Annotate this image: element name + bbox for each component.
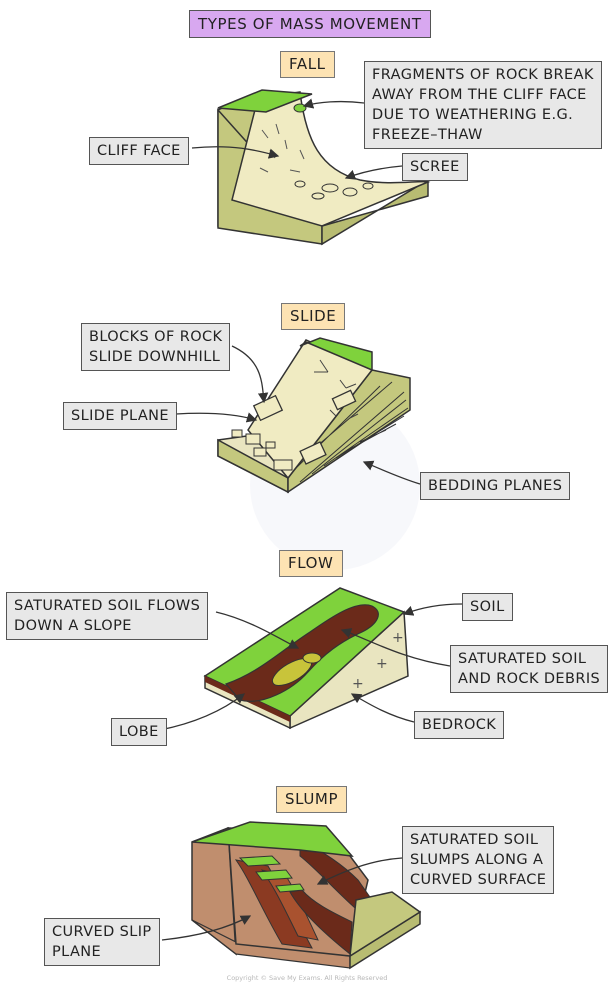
label-blocks-of-rock: BLOCKS OF ROCK SLIDE DOWNHILL [81,323,231,371]
label-curved-slip-plane: CURVED SLIP PLANE [44,918,160,966]
slump-illustration [191,821,422,970]
label-saturated-soil-flows: SATURATED SOIL FLOWS DOWN A SLOPE [6,592,209,640]
label-saturated-soil-slumps: SATURATED SOIL SLUMPS ALONG A CURVED SUR… [402,826,555,894]
label-bedding-planes: BEDDING PLANES [420,472,571,500]
label-cliff-face: CLIFF FACE [89,137,189,165]
label-rock-fragments: FRAGMENTS OF ROCK BREAK AWAY FROM THE CL… [364,61,602,149]
label-saturated-soil-rock-debris: SATURATED SOIL AND ROCK DEBRIS [450,645,609,693]
section-heading-fall: FALL [280,51,335,78]
svg-text:+: + [376,656,388,672]
section-heading-slump: SLUMP [276,786,348,813]
label-scree: SCREE [402,153,468,181]
svg-text:+: + [392,630,404,646]
label-soil: SOIL [462,593,513,621]
label-bedrock: BEDROCK [414,711,505,739]
section-heading-flow: FLOW [279,550,343,577]
label-lobe: LOBE [111,718,167,746]
flow-illustration: + + + [203,587,409,730]
slide-illustration [217,337,411,494]
leader-lines [159,98,463,941]
copyright-notice: Copyright © Save My Exams. All Rights Re… [226,974,388,982]
fall-illustration [217,89,431,246]
svg-text:+: + [352,676,364,692]
section-heading-slide: SLIDE [281,303,346,330]
label-slide-plane: SLIDE PLANE [63,402,177,430]
page-title: TYPES OF MASS MOVEMENT [189,10,431,38]
